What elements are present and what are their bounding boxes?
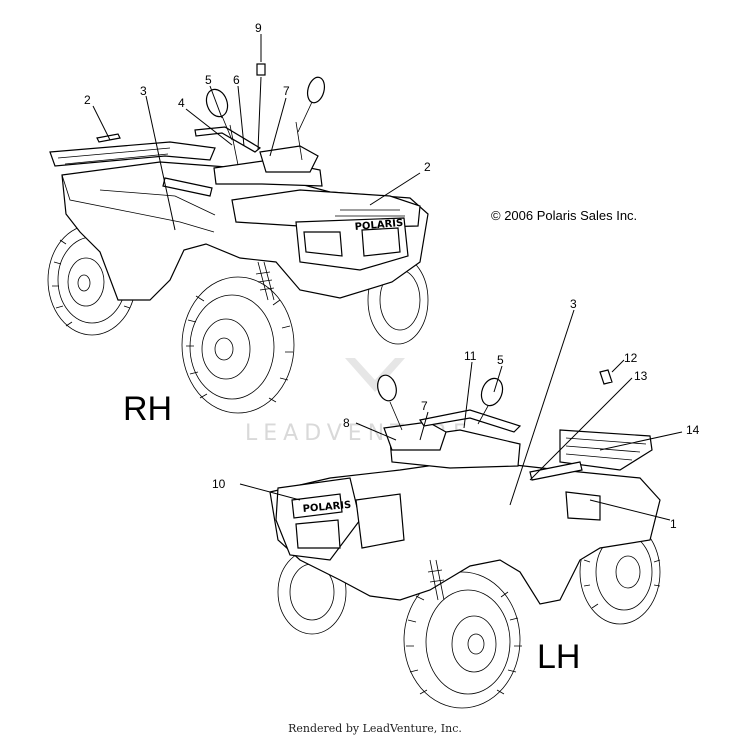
lh-decal-12 — [599, 369, 613, 385]
footer-credit: Rendered by LeadVenture, Inc. — [288, 722, 462, 735]
lh-callout-13: 13 — [634, 369, 648, 383]
rh-label: RH — [123, 390, 172, 428]
copyright-text: © 2006 Polaris Sales Inc. — [491, 208, 637, 223]
rh-mirror-left — [306, 76, 326, 104]
rh-decal-9 — [256, 63, 266, 76]
lh-handlebars — [377, 374, 522, 433]
lh-label: LH — [537, 638, 580, 676]
atv-right-hand-view: POLARIS — [47, 34, 429, 414]
rh-callout-7: 7 — [283, 84, 290, 98]
lh-front-decal: POLARIS — [302, 500, 351, 515]
rh-callout-4: 4 — [178, 96, 185, 110]
lh-callout-10: 10 — [212, 477, 226, 491]
rh-callout-2b: 2 — [424, 160, 431, 174]
rh-callout-2: 2 — [84, 93, 91, 107]
lh-callout-5: 5 — [497, 353, 504, 367]
lh-mirror-right — [377, 374, 397, 402]
lh-mirror-left — [480, 377, 504, 407]
lh-callout-8: 8 — [343, 416, 350, 430]
lh-callout-3: 3 — [570, 297, 577, 311]
rh-callout-5: 5 — [205, 73, 212, 87]
lh-callout-7: 7 — [421, 399, 428, 413]
rh-callout-9: 9 — [255, 21, 262, 35]
lh-callout-14: 14 — [686, 423, 700, 437]
lh-body: POLARIS — [269, 421, 661, 605]
rh-callout-3: 3 — [140, 84, 147, 98]
atv-left-hand-view: POLARIS — [239, 309, 683, 709]
lh-callout-11: 11 — [464, 349, 477, 363]
rh-mirror-right — [205, 88, 229, 118]
rh-body: POLARIS — [49, 141, 429, 301]
lh-callout-12: 12 — [624, 351, 638, 365]
rh-callout-6: 6 — [233, 73, 240, 87]
rh-front-wheel — [181, 276, 295, 414]
lh-callout-1: 1 — [670, 517, 677, 531]
rh-front-decal: POLARIS — [354, 218, 403, 233]
lh-front-wheel — [403, 571, 522, 709]
rh-handlebars — [194, 76, 326, 166]
